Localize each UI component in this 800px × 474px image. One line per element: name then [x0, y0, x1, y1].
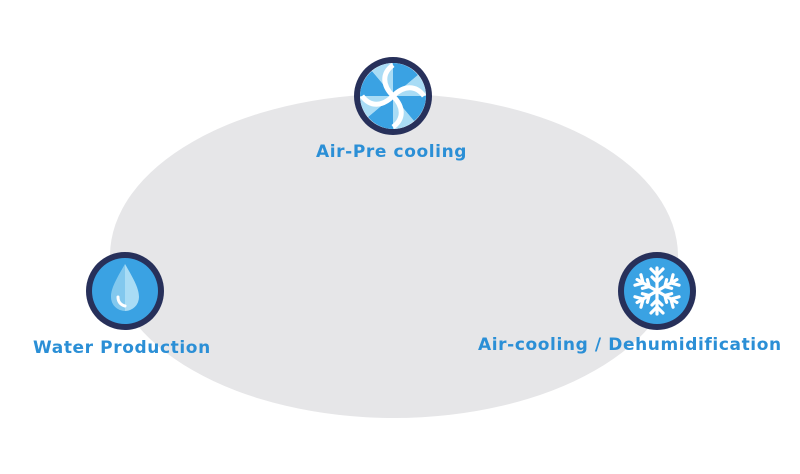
air-pre-cooling-label: Air-Pre cooling: [316, 142, 468, 162]
water-drop-icon: [86, 252, 164, 330]
water-production-node: [84, 250, 166, 332]
water-production-label: Water Production: [33, 338, 211, 358]
air-cooling-dehumidification-node: [616, 250, 698, 332]
snowflake-icon: [618, 252, 696, 330]
air-pre-cooling-node: [352, 55, 434, 137]
cycle-ellipse-shape: [110, 94, 678, 418]
fan-icon: [354, 57, 432, 135]
air-cooling-dehumidification-label: Air-cooling / Dehumidification: [478, 335, 782, 355]
